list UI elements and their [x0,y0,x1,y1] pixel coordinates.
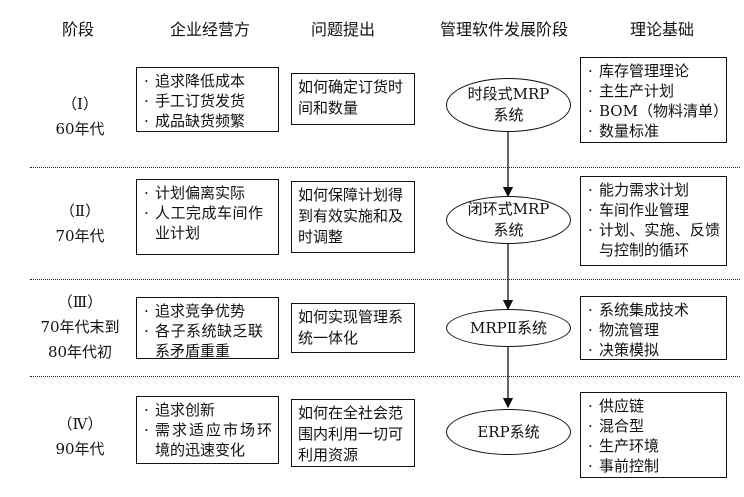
business-box-3: ·追求竞争优势 ·各子系统缺乏联系矛盾重重 [136,297,279,360]
theory-item: ·事前控制 [588,457,660,475]
bullet-icon: · [588,397,593,415]
business-item: ·追求创新 [144,401,216,419]
business-item: ·追求降低成本 [144,72,246,90]
theory-item: ·系统集成技术 [588,301,690,319]
stage-2: （Ⅱ） 70年代 [55,199,104,249]
header-business: 企业经营方 [169,20,251,39]
bullet-icon: · [144,112,149,130]
theory-item: ·数量标准 [588,122,660,140]
theory-item: ·生产环境 [588,437,660,455]
bullet-icon: · [588,201,593,219]
stage-3: （Ⅲ） 70年代末到 80年代初 [40,290,119,365]
bullet-icon: · [588,181,593,199]
header-software: 管理软件发展阶段 [439,20,569,39]
software-oval-2: 闭环式MRP 系统 [446,196,571,244]
header-problem: 问题提出 [310,20,376,39]
stage-3-era-line2: 80年代初 [47,343,113,361]
bullet-icon: · [144,92,149,110]
business-item: ·手工订货发货 [144,92,246,110]
business-box-4: ·追求创新 ·需求适应市场环境的迅速变化 [136,396,279,464]
theory-item: ·车间作业管理 [588,201,690,219]
bullet-icon: · [588,321,593,339]
bullet-icon: · [144,72,149,90]
bullet-icon: · [144,421,149,439]
software-oval-4: ERP系统 [446,409,571,455]
theory-box-3: ·系统集成技术 ·物流管理 ·决策模拟 [580,296,727,360]
bullet-icon: · [588,122,593,140]
stage-4: （Ⅳ） 90年代 [55,412,104,462]
header-stage: 阶段 [61,20,95,39]
software-1-line2: 系统 [493,106,524,124]
problem-box-4: 如何在全社会范围内利用一切可利用资源 [291,399,415,467]
theory-item: ·混合型 [588,417,645,435]
business-item: ·各子系统缺乏联系矛盾重重 [144,322,263,360]
bullet-icon: · [588,221,593,239]
theory-item: ·供应链 [588,397,645,415]
problem-box-1: 如何确定订货时间和数量 [291,73,415,125]
problem-box-3: 如何实现管理系统一体化 [291,303,415,353]
stage-2-number: （Ⅱ） [59,202,101,220]
stage-4-era: 90年代 [55,440,105,458]
theory-item: ·能力需求计划 [588,181,690,199]
header-theory: 理论基础 [629,20,695,39]
business-item: ·计划偏离实际 [144,184,246,202]
stage-3-era: 70年代末到 [40,318,120,336]
software-oval-3: MRPⅡ系统 [446,309,571,347]
stage-3-number: （Ⅲ） [57,293,103,311]
bullet-icon: · [588,82,593,100]
business-item: ·人工完成车间作业计划 [144,204,263,242]
business-box-2: ·计划偏离实际 ·人工完成车间作业计划 [136,179,279,255]
stage-1: （Ⅰ） 60年代 [55,92,104,142]
stage-2-era: 70年代 [55,227,105,245]
theory-box-1: ·库存管理理论 ·主生产计划 ·BOM（物料清单） ·数量标准 [580,57,728,143]
business-box-1: ·追求降低成本 ·手工订货发货 ·成品缺货频繁 [136,67,279,132]
theory-item: ·库存管理理论 [588,62,690,80]
software-2-line1: 闭环式MRP [467,200,550,218]
row-divider [30,376,740,377]
theory-box-4: ·供应链 ·混合型 ·生产环境 ·事前控制 [580,392,727,478]
bullet-icon: · [588,437,593,455]
row-divider [30,279,740,280]
bullet-icon: · [144,302,149,320]
theory-item: ·BOM（物料清单） [588,102,728,120]
bullet-icon: · [588,457,593,475]
bullet-icon: · [588,341,593,359]
stage-4-number: （Ⅳ） [57,415,103,433]
business-item: ·追求竞争优势 [144,302,246,320]
row-divider [30,167,740,168]
software-oval-1: 时段式MRP 系统 [446,78,571,132]
problem-box-2: 如何保障计划得到有效实施和及时调整 [291,181,415,253]
theory-item: ·计划、实施、反馈与控制的循环 [588,221,720,259]
theory-item: ·物流管理 [588,321,660,339]
theory-box-2: ·能力需求计划 ·车间作业管理 ·计划、实施、反馈与控制的循环 [580,176,727,266]
theory-item: ·主生产计划 [588,82,675,100]
bullet-icon: · [588,62,593,80]
bullet-icon: · [144,322,149,340]
bullet-icon: · [144,184,149,202]
software-1-line1: 时段式MRP [467,85,550,103]
bullet-icon: · [588,301,593,319]
theory-item: ·决策模拟 [588,341,660,359]
bullet-icon: · [144,204,149,222]
software-2-line2: 系统 [493,221,524,239]
business-item: ·需求适应市场环境的迅速变化 [144,421,272,459]
stage-1-era: 60年代 [55,120,105,138]
bullet-icon: · [144,401,149,419]
business-item: ·成品缺货频繁 [144,112,246,130]
software-3-label: MRPⅡ系统 [470,318,547,337]
stage-1-number: （Ⅰ） [62,95,98,113]
bullet-icon: · [588,417,593,435]
bullet-icon: · [588,102,593,120]
software-4-label: ERP系统 [477,422,540,441]
